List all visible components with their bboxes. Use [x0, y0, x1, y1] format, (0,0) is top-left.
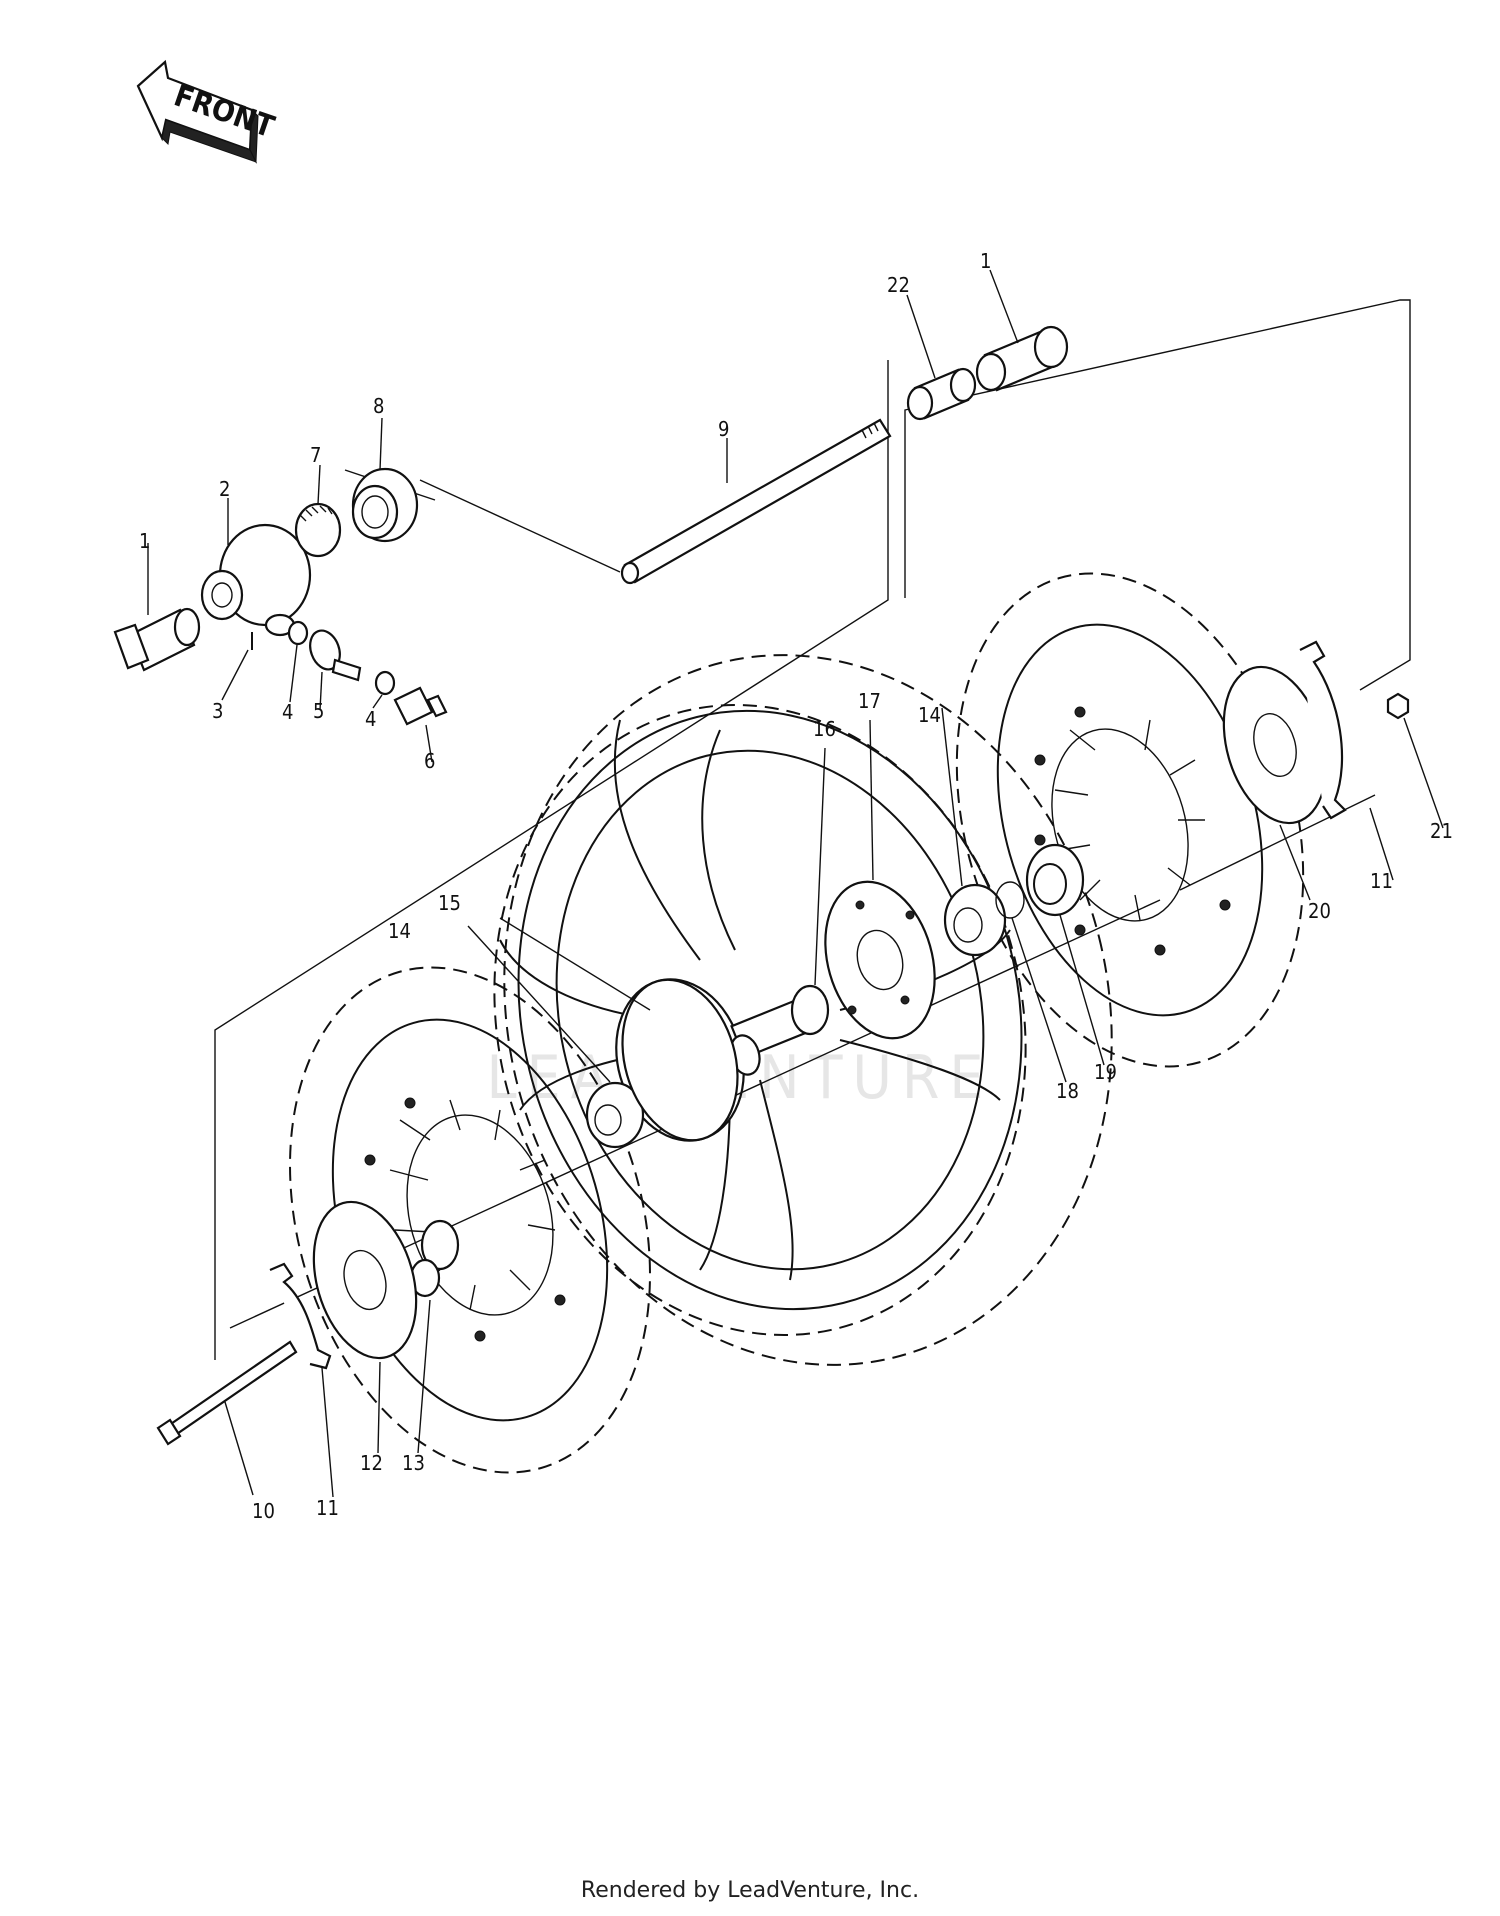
callout-1-left: 1	[139, 529, 150, 553]
leader-lines	[147, 269, 1444, 1498]
gear-housing-2	[200, 523, 312, 637]
callout-11-left: 11	[316, 1496, 339, 1520]
collar-13	[409, 1219, 460, 1298]
callout-18: 18	[1056, 1079, 1079, 1103]
callout-16: 16	[813, 717, 836, 741]
washer-4-left	[287, 620, 309, 646]
callout-8: 8	[373, 394, 384, 418]
callout-10: 10	[252, 1499, 275, 1523]
bolt-plate-12	[312, 1200, 418, 1360]
callout-4-left: 4	[282, 700, 293, 724]
bearing-14-left	[585, 1081, 645, 1149]
callout-14-left: 14	[388, 919, 411, 943]
callout-1-right: 1	[980, 249, 991, 273]
callout-labels: 1 1 2 3 4 4 5 6 7 8 9 10 11 11 12 13 14 …	[139, 249, 1453, 1523]
callout-21: 21	[1430, 819, 1453, 843]
circlip-18	[995, 881, 1025, 919]
axle	[620, 418, 892, 585]
callout-19: 19	[1094, 1060, 1117, 1084]
callout-17: 17	[858, 689, 881, 713]
callout-22: 22	[887, 273, 910, 297]
callout-12: 12	[360, 1451, 383, 1475]
bearing-8	[351, 467, 419, 543]
callout-2: 2	[219, 477, 230, 501]
bolt-10	[156, 1340, 298, 1446]
bushing-6	[393, 686, 448, 726]
callout-3: 3	[212, 699, 223, 723]
callout-11-right: 11	[1370, 869, 1393, 893]
nut-21	[1386, 692, 1410, 720]
lock-plate-11-right	[1299, 640, 1347, 820]
callout-13: 13	[402, 1451, 425, 1475]
bolt-plate-20	[1222, 665, 1328, 825]
callout-14-right: 14	[918, 703, 941, 727]
callout-15: 15	[438, 891, 461, 915]
front-direction-arrow: FRONT	[136, 59, 279, 164]
speedometer-gear-7	[294, 502, 342, 558]
spacer-16	[790, 984, 830, 1036]
coupling-17	[824, 880, 936, 1040]
oil-seal-19	[1025, 843, 1085, 917]
tire	[493, 654, 1113, 1366]
footer-credit: Rendered by LeadVenture, Inc.	[580, 1878, 920, 1903]
collar-1-left	[113, 607, 201, 672]
callout-20: 20	[1308, 899, 1331, 923]
collar-22	[906, 367, 977, 421]
collar-1-right	[975, 325, 1069, 392]
callout-4-right: 4	[365, 707, 376, 731]
callout-7: 7	[310, 443, 321, 467]
washer-4-right	[374, 670, 396, 696]
callout-5: 5	[313, 699, 324, 723]
pinion-gear-5	[309, 629, 362, 682]
lock-plate-11-left	[269, 1262, 332, 1370]
callout-6: 6	[424, 749, 435, 773]
bearing-14-right	[943, 883, 1007, 957]
callout-9: 9	[718, 417, 729, 441]
coupling-15	[621, 978, 739, 1142]
